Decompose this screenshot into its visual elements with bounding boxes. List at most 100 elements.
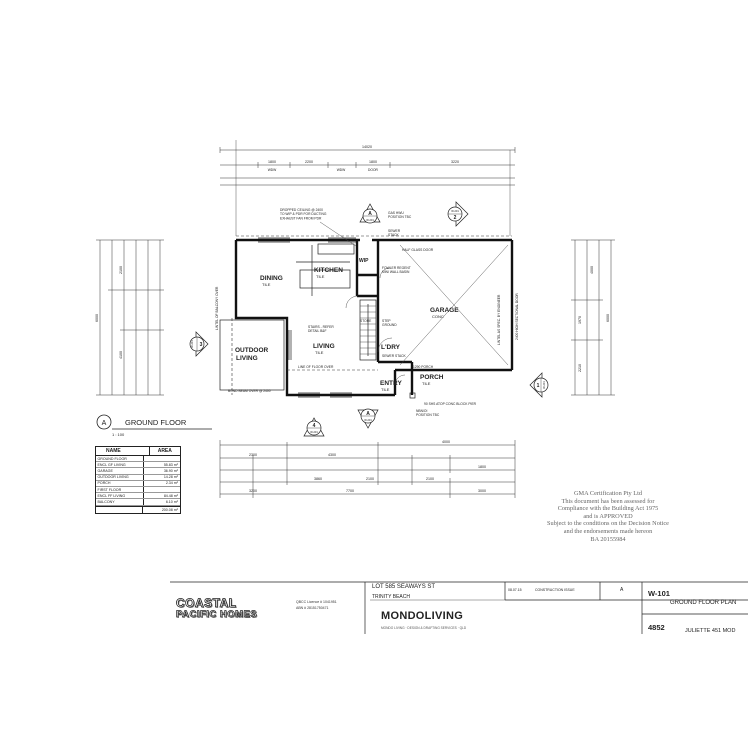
note-lintel-left: LINTEL OF BALCONY OVER [215, 286, 219, 330]
section-a2-sheet: W-201 [364, 418, 372, 422]
area-table-cell-area [144, 487, 180, 492]
area-table-row: PORCH 2.34 m² [96, 480, 180, 487]
area-table-cell-area: 2.34 m² [165, 481, 178, 486]
top-dim-2: 2200 [305, 160, 313, 164]
builder-abn: ABN # 28151750471 [296, 606, 329, 610]
area-table-header: NAME AREA [96, 447, 180, 456]
area-table-total: 200.08 m² [96, 505, 180, 513]
view-title-text: GROUND FLOOR [125, 418, 187, 427]
section-marker-1: 1 W-201 [529, 372, 549, 398]
rev-date: 08.07.15 [508, 588, 522, 592]
area-table-row: FIRST FLOOR [96, 486, 180, 494]
room-outdoor-living: OUTDOOR LIVING [235, 347, 270, 362]
builder-name-line2: PACIFIC HOMES [176, 609, 258, 621]
stamp-line-3: Compliance with the Building Act 1975 [557, 505, 659, 513]
rev-letter: A [620, 587, 624, 593]
room-dining-finish: TILE [262, 282, 271, 287]
bottom-dim-r3-1: 3200 [249, 489, 257, 493]
section-1-sheet: W-201 [542, 381, 546, 389]
top-dim-label-1: WDW [268, 168, 277, 172]
note-porch-dims: 1290 PORCH [413, 365, 434, 369]
left-dim-1: 2100 [119, 266, 123, 274]
top-dim-1: 1800 [268, 160, 276, 164]
room-garage-finish: CONC [432, 314, 444, 319]
area-table-cell-name: ENCL GF LIVING [96, 462, 145, 468]
room-entry: ENTRY [380, 380, 402, 387]
sheet-name: GROUND FLOOR PLAN [670, 600, 737, 606]
bottom-dim-r2-3: 2100 [426, 477, 434, 481]
area-table-cell-area: 14.28 m² [163, 475, 178, 480]
section-a2-letter: A [366, 411, 370, 417]
right-dim-2: 1970 [578, 316, 582, 324]
area-table-cell-area: 55.83 m² [163, 462, 178, 467]
room-store: STORE [360, 319, 372, 323]
left-dimensions: 2100 4100 6000 [95, 239, 164, 396]
section-marker-2: 2 W-201 [447, 201, 469, 227]
area-table-header-area: AREA [157, 448, 172, 454]
section-marker-a-top: A W-201 [359, 203, 381, 224]
room-garage: GARAGE [430, 307, 459, 314]
room-porch: PORCH [420, 374, 444, 381]
note-block-pier: 90 SHS ATOP CONC BLOCK PIER [424, 402, 477, 406]
section-markers: A W-201 2 W-201 3 W-201 4 W-201 [189, 201, 549, 437]
section-4-sheet: W-201 [310, 430, 318, 434]
rev-description: CONSTRUCTION ISSUE [535, 588, 575, 592]
area-table-row: ENCL GF LIVING 55.83 m² [96, 462, 180, 469]
section-3-letter: 3 [200, 342, 203, 348]
builder-name-line1: COASTAL [176, 596, 237, 611]
room-porch-finish: TILE [422, 381, 431, 386]
builder-licence: QBCC Licence # 1041951 [296, 600, 337, 604]
view-title-scale: 1 : 100 [112, 432, 125, 437]
stamp-line-2: This document has been assessed for [561, 497, 655, 505]
room-outdoor-line1: OUTDOOR [235, 347, 269, 354]
room-dining: DINING [260, 275, 283, 282]
room-kitchen-finish: TILE [316, 274, 325, 279]
stamp-line-6: and the endorsements made hereon [563, 527, 653, 535]
view-title: A GROUND FLOOR 1 : 100 [96, 414, 212, 437]
area-table-total-value: 200.08 m² [161, 507, 178, 512]
room-wip: WIP [359, 258, 369, 264]
right-dimensions: 4000 1970 2210 6000 [571, 239, 615, 396]
area-table-cell-name: PORCH [96, 480, 145, 486]
area-table-cell-area [144, 456, 180, 461]
room-outdoor-line2: LIVING [236, 355, 258, 362]
bottom-dim-r2-4: 1800 [478, 465, 486, 469]
room-labels: DINING TILE KITCHEN TILE WIP LIVING TILE… [235, 258, 459, 392]
room-kitchen: KITCHEN [314, 267, 343, 274]
stamp-line-1: GMA Certification Pty Ltd [573, 490, 643, 497]
certification-stamp: GMA Certification Pty Ltd This document … [528, 490, 688, 543]
area-table-cell-name: GROUND FLOOR [96, 456, 145, 462]
bottom-dim-r3-3: 3000 [478, 489, 486, 493]
section-marker-4: 4 W-201 [303, 417, 325, 437]
top-dimensions: 14020 1800 2200 1800 3220 WDW WDW DOOR [219, 140, 516, 236]
area-table-cell-name: BALCONY [96, 499, 145, 505]
bottom-dim-r1-2: 4300 [328, 453, 336, 457]
note-ceiling: DROPPED CEILING @ 2400 TO WIP & PDR FOR … [280, 208, 327, 220]
section-marker-a-bottom: A W-201 [357, 408, 379, 429]
room-living-finish: TILE [315, 350, 324, 355]
sheet-number: W-101 [648, 589, 670, 598]
area-table-cell-name: FIRST FLOOR [96, 486, 145, 493]
client-logo: MONDOLIVING [381, 610, 464, 622]
annotations: DROPPED CEILING @ 2400 TO WIP & PDR FOR … [215, 208, 519, 417]
area-table-header-name: NAME [96, 447, 150, 455]
stamp-line-4: and is APPROVED [583, 512, 633, 520]
top-dim-label-3: DOOR [368, 168, 379, 172]
title-block-frame [170, 581, 748, 634]
area-table-cell-name: OUTDOOR LIVING [96, 474, 145, 480]
area-table-cell-name: GARAGE [96, 468, 145, 474]
section-a-letter: A [368, 211, 372, 217]
area-table-cell-name: ENCL FF LIVING [96, 493, 145, 499]
area-table-row: GROUND FLOOR [96, 456, 180, 463]
stamp-line-5: Subject to the conditions on the Decisio… [547, 520, 669, 528]
walls [219, 235, 514, 399]
top-dim-label-2: WDW [337, 168, 346, 172]
